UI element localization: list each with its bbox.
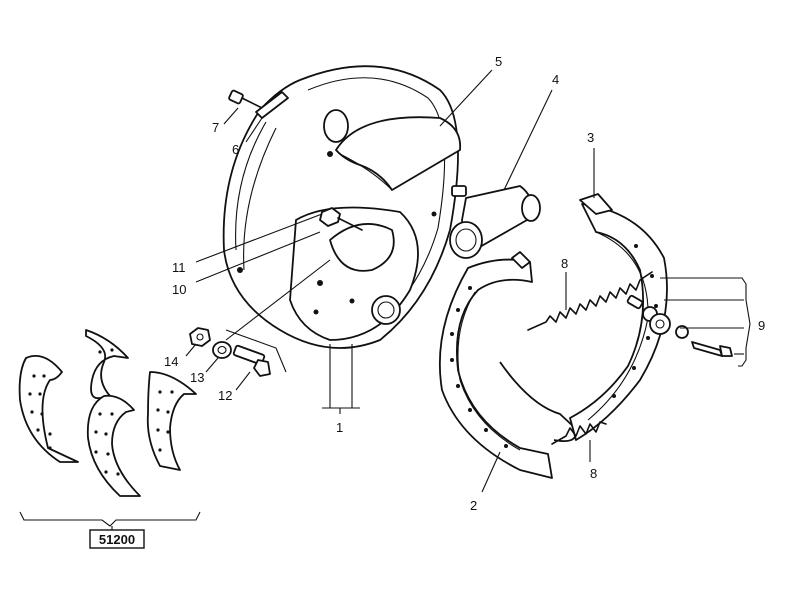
washer-13 <box>212 341 232 359</box>
callout-11: 11 <box>172 260 186 275</box>
callout-4: 4 <box>552 72 559 87</box>
wheel-cylinder <box>449 185 541 259</box>
callout-10: 10 <box>172 282 186 297</box>
callout-3: 3 <box>587 130 594 145</box>
stud-bolt-11 <box>319 207 363 231</box>
brake-lining-3 <box>86 394 141 497</box>
return-spring-upper <box>527 271 653 331</box>
callout-12: 12 <box>218 388 232 403</box>
callout-14: 14 <box>164 354 178 369</box>
lock-plate-6 <box>255 91 289 119</box>
callout-1: 1 <box>336 420 343 435</box>
backing-plate <box>222 65 459 349</box>
nut-14 <box>189 327 211 347</box>
callout-8-lower: 8 <box>590 466 597 481</box>
callout-5: 5 <box>495 54 502 69</box>
callout-8-upper: 8 <box>561 256 568 271</box>
return-spring-lower <box>551 421 607 445</box>
leader-lines <box>19 69 751 530</box>
callout-2: 2 <box>470 498 477 513</box>
brake-shoe-rear <box>569 193 668 441</box>
callout-9: 9 <box>758 318 765 333</box>
brake-lining-1 <box>18 354 79 463</box>
callout-6: 6 <box>232 142 239 157</box>
callout-7: 7 <box>212 120 219 135</box>
mounting-bolt-7 <box>228 89 263 109</box>
callout-labels: 5 4 3 8 8 9 2 1 7 6 11 10 14 13 12 <box>164 54 765 513</box>
dust-shield <box>335 116 462 191</box>
adjuster-hardware <box>626 294 733 357</box>
brake-lining-2 <box>85 329 129 400</box>
callout-13: 13 <box>190 370 204 385</box>
lining-kit-label: 51200 <box>89 529 145 549</box>
lining-kit-number: 51200 <box>99 532 135 547</box>
bolt-12 <box>232 344 271 377</box>
brake-lining-4 <box>146 371 197 471</box>
brake-shoe <box>438 251 577 479</box>
